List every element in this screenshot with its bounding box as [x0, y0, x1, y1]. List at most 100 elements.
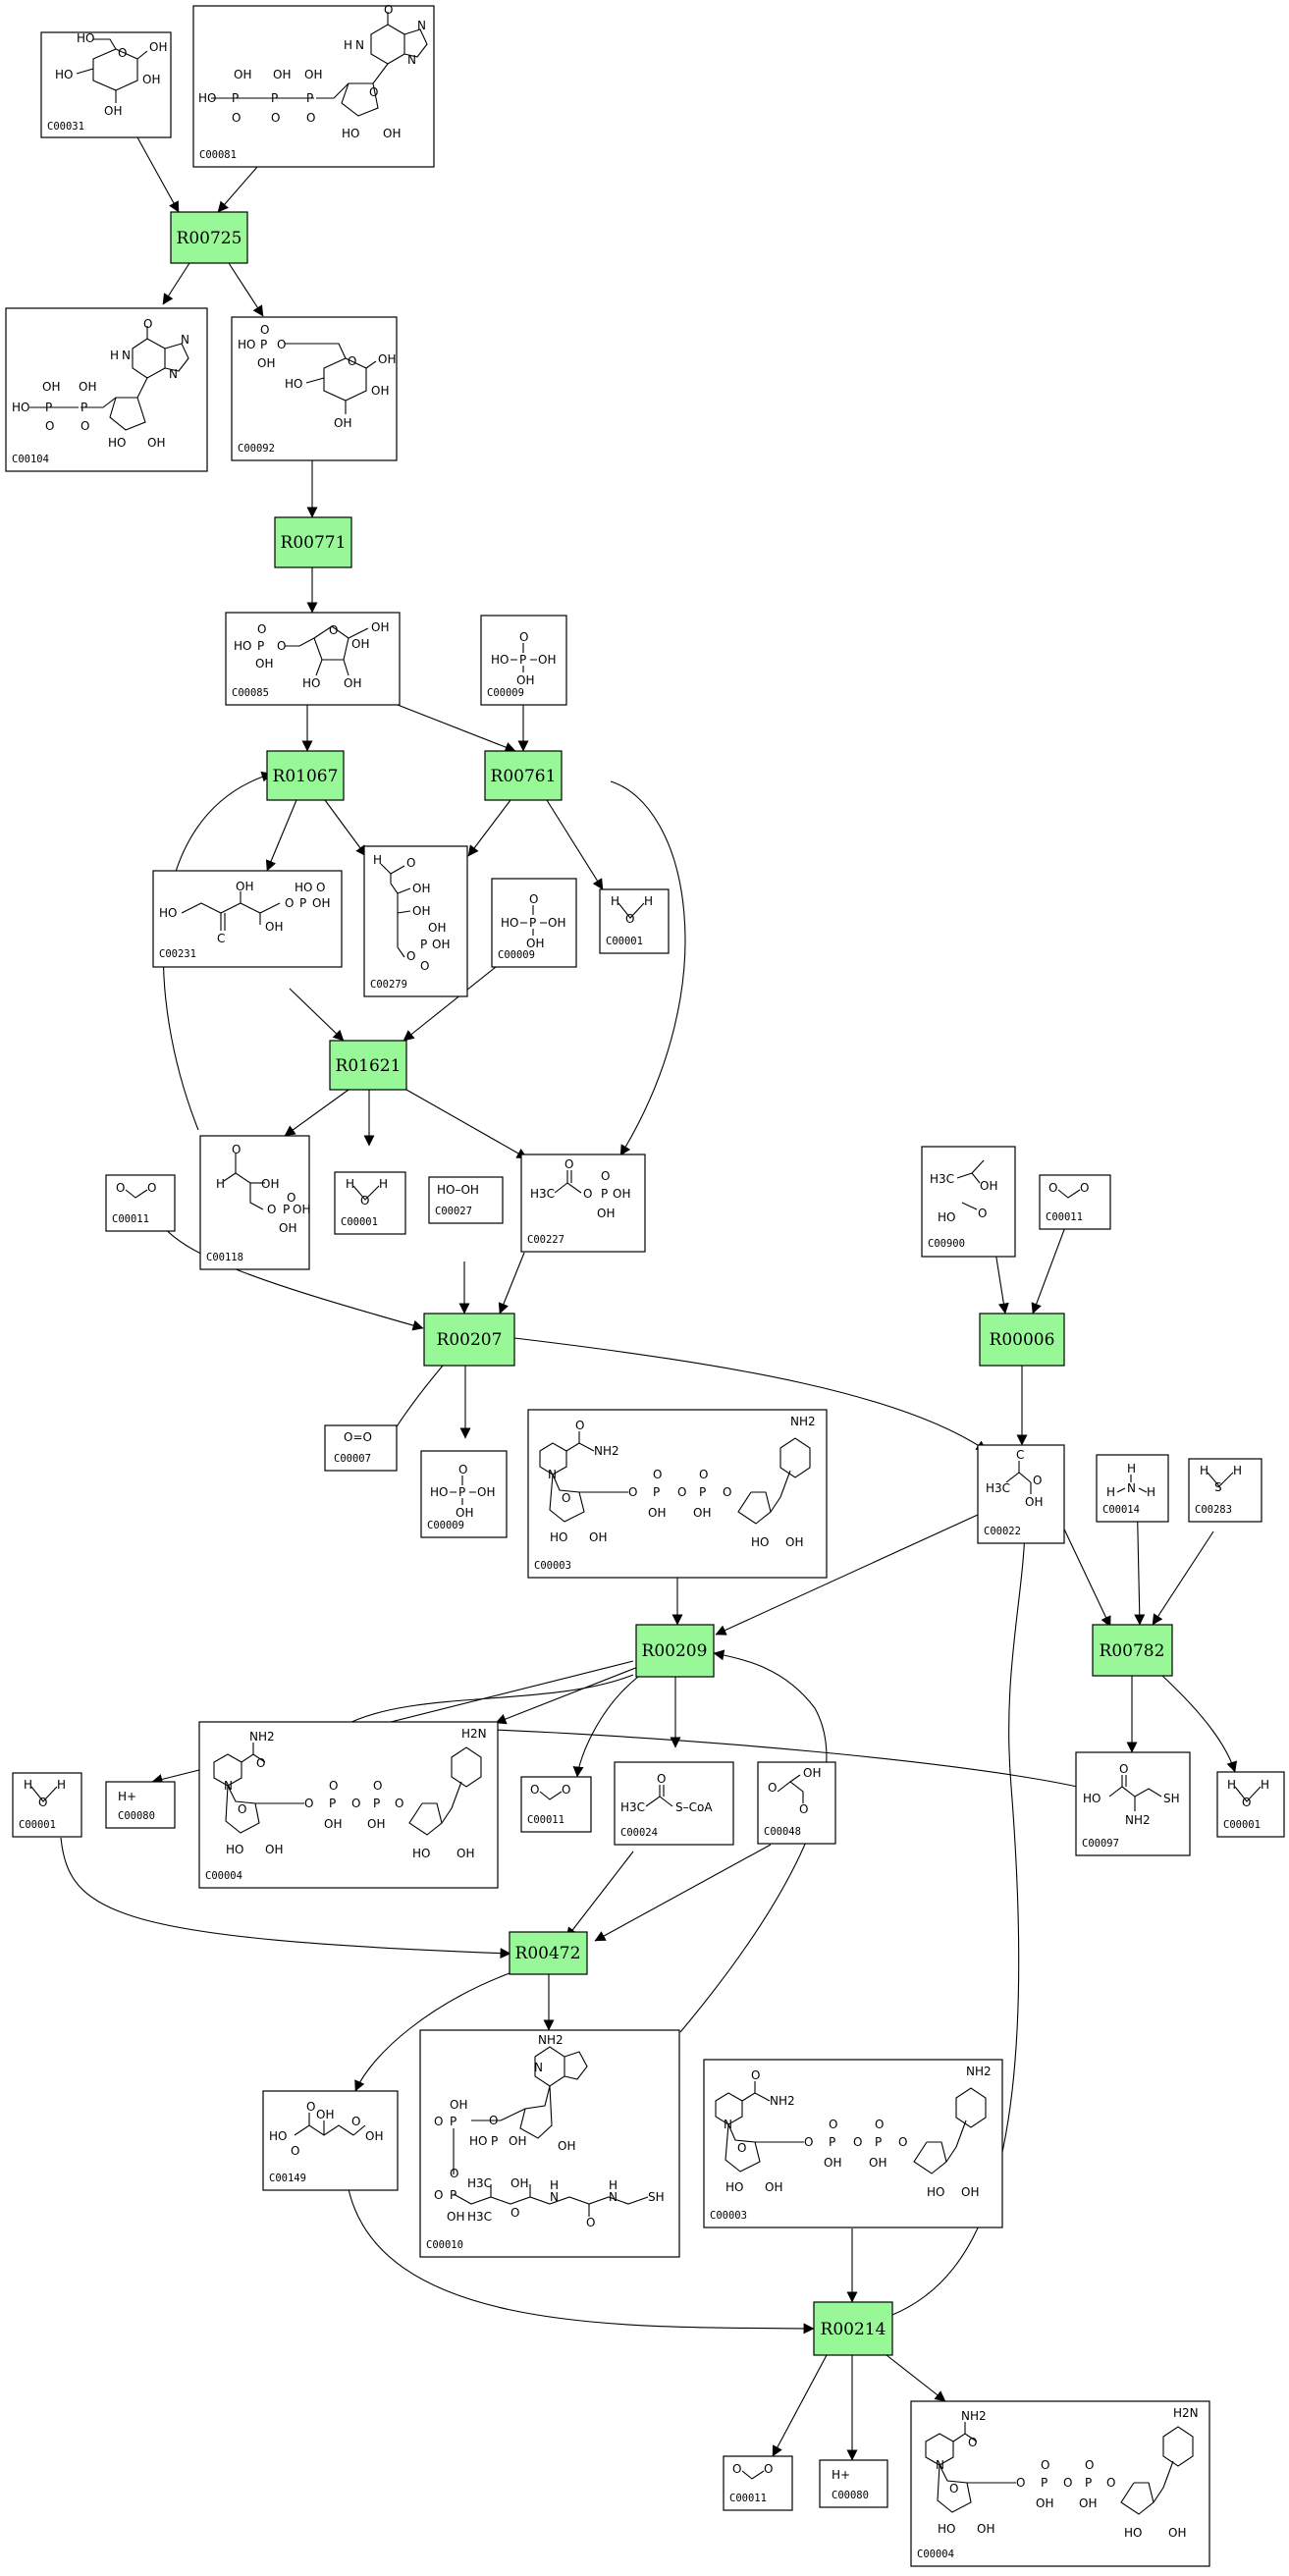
structure-glucose-6-phosphate: O HO P O OH O OH HO OH OH — [238, 323, 396, 430]
compound-C00014[interactable]: H H N H C00014 — [1096, 1454, 1169, 1523]
compound-C00011-c[interactable]: O O C00011 — [520, 1776, 592, 1833]
reaction-R01621[interactable]: R01621 — [329, 1040, 407, 1091]
compound-C00011-a[interactable]: O O C00011 — [105, 1174, 176, 1232]
atom-label: P — [450, 2115, 457, 2128]
compound-C00001-d[interactable]: H O H C00001 — [1216, 1771, 1285, 1838]
compound-box — [614, 1761, 734, 1846]
atom-label: OH — [142, 73, 160, 86]
compound-C00080-a[interactable]: H+ C00080 — [105, 1781, 176, 1829]
bond — [380, 863, 405, 958]
compound-C00279[interactable]: H O OH OH OH P OH O O C00279 — [363, 845, 468, 997]
bond — [441, 1781, 462, 1824]
compound-id: C00027 — [435, 1206, 472, 1217]
bond — [1121, 1775, 1127, 1787]
compound-C00231[interactable]: HO OH C OH O P HO O OH C00231 — [152, 870, 343, 968]
compound-C00118[interactable]: O H OH O P O OH OH C00118 — [199, 1135, 310, 1270]
structure-phosphate: O HO P OH OH — [491, 630, 556, 687]
compound-C00004-b[interactable]: NH2 O N O H2N O P O P O O O OH OH HO OH … — [910, 2400, 1210, 2567]
compound-C00031[interactable]: HO O OH HO OH OH C00031 — [40, 31, 172, 138]
reaction-R00207[interactable]: R00207 — [423, 1313, 515, 1367]
atom-label: O — [143, 317, 152, 331]
compound-C00010[interactable]: NH2 N OH O P O HO P OH OH O O P H3C OH H… — [419, 2029, 680, 2258]
reaction-R00006[interactable]: R00006 — [979, 1313, 1065, 1367]
compound-box — [40, 31, 172, 138]
atom-label: OH — [412, 882, 430, 895]
atom-label: OH — [367, 1817, 385, 1831]
atom-label: O — [601, 1169, 610, 1183]
reaction-R00472[interactable]: R00472 — [509, 1931, 588, 1975]
compound-id: C00104 — [12, 454, 49, 465]
compound-C00900[interactable]: H3C OH HO O C00900 — [921, 1146, 1016, 1258]
compound-C00048[interactable]: O OH O C00048 — [757, 1761, 836, 1845]
compound-C00001-c[interactable]: H O H C00001 — [12, 1772, 82, 1838]
arrow-edge — [217, 166, 258, 213]
atom-label: H3C — [467, 2176, 492, 2190]
bond — [225, 1783, 260, 1834]
bond — [539, 1442, 567, 1476]
compound-box — [1039, 1174, 1111, 1230]
bond — [1057, 1189, 1081, 1199]
atom-label: P — [257, 639, 264, 653]
atom-label: O — [489, 2114, 498, 2127]
reaction-R00771[interactable]: R00771 — [274, 516, 352, 568]
compound-C00007[interactable]: O=O C00007 — [324, 1424, 398, 1472]
compound-C00009-b[interactable]: O HO P OH OH C00009 — [491, 878, 577, 968]
compound-C00092[interactable]: O HO P O OH O OH HO OH OH C00092 — [231, 316, 398, 461]
reaction-R00782[interactable]: R00782 — [1092, 1624, 1173, 1677]
atom-label: H3C — [467, 2210, 492, 2224]
atom-label: OH — [432, 938, 450, 951]
compound-C00024[interactable]: H3C O S–CoA C00024 — [614, 1761, 734, 1846]
compound-C00011-b[interactable]: O O C00011 — [1039, 1174, 1111, 1230]
compound-C00149[interactable]: HO O OH O OH O C00149 — [262, 2090, 399, 2191]
atom-label: OH — [383, 127, 401, 140]
compound-C00003-a[interactable]: O NH2 N O NH2 O P O P O O O OH OH HO OH … — [527, 1409, 828, 1579]
compound-C00227[interactable]: H3C O O P O OH OH C00227 — [520, 1154, 646, 1253]
atom-label: N — [724, 2118, 732, 2131]
compound-C00009-c[interactable]: O HO P OH OH C00009 — [420, 1450, 508, 1538]
atom-label: O — [1016, 2476, 1025, 2490]
reaction-R00214[interactable]: R00214 — [813, 2301, 893, 2356]
compound-C00001-b[interactable]: H O H C00001 — [334, 1171, 406, 1235]
compound-C00003-b[interactable]: O NH2 N O NH2 O P O P O O O OH OH HO OH … — [703, 2059, 1003, 2228]
bond — [450, 1476, 476, 1505]
atom-label: O — [699, 1468, 708, 1481]
compound-C00027[interactable]: HO–OH C00027 — [428, 1176, 504, 1224]
atom-label: OH — [824, 2156, 841, 2170]
bond — [403, 28, 428, 58]
compound-C00022[interactable]: C H3C O OH C00022 — [977, 1444, 1065, 1544]
compound-box — [363, 845, 468, 997]
arrow-edge — [265, 799, 297, 872]
atom-label: O — [38, 1796, 47, 1809]
compound-C00001-a[interactable]: H O H C00001 — [599, 888, 670, 954]
reaction-R00725[interactable]: R00725 — [170, 211, 248, 264]
atom-label: OH — [509, 2134, 526, 2148]
compound-C00104[interactable]: O H N N N OH OH HO P P O O HO OH C00104 — [5, 307, 208, 472]
atom-label: P — [260, 338, 267, 351]
atom-label: P — [306, 91, 313, 105]
arrow-edge — [1031, 1226, 1066, 1315]
compound-id: C00001 — [606, 936, 643, 947]
compound-C00283[interactable]: H S H C00283 — [1188, 1458, 1262, 1523]
compound-C00080-b[interactable]: H+ C00080 — [819, 2459, 888, 2508]
structure-nad-plus: O NH2 N O NH2 O P O P O O O OH OH HO OH … — [715, 2065, 992, 2199]
reaction-R01067[interactable]: R01067 — [266, 750, 345, 801]
atom-label: NH2 — [961, 2409, 987, 2423]
compound-id: C00009 — [498, 949, 535, 961]
compound-C00081[interactable]: O H N N N O OH OH OH HO P P P O O O HO O… — [192, 3, 435, 168]
atom-label: P — [232, 91, 239, 105]
reaction-R00209[interactable]: R00209 — [635, 1624, 715, 1678]
compound-C00009-a[interactable]: O HO P OH OH C00009 — [480, 615, 567, 706]
compound-C00097[interactable]: HO O SH NH2 C00097 — [1075, 1751, 1191, 1856]
reaction-R00761[interactable]: R00761 — [484, 750, 563, 801]
atom-label: H — [1127, 1462, 1136, 1476]
compound-C00085[interactable]: O HO P O OH O OH OH HO OH C00085 — [225, 612, 401, 706]
atom-label: OH — [785, 1535, 803, 1549]
arrow-edge — [1152, 1530, 1214, 1626]
structure-glucose: HO O OH HO OH OH — [55, 31, 167, 118]
reaction-label: R00782 — [1100, 1641, 1165, 1661]
compound-C00004-a[interactable]: NH2 O N O H2N O P O P O O O OH OH HO OH … — [198, 1721, 499, 1889]
atom-label: O — [1041, 2458, 1049, 2472]
bond — [348, 627, 369, 639]
atom-label: HO — [55, 68, 73, 81]
compound-C00011-d[interactable]: O O C00011 — [723, 2455, 793, 2511]
